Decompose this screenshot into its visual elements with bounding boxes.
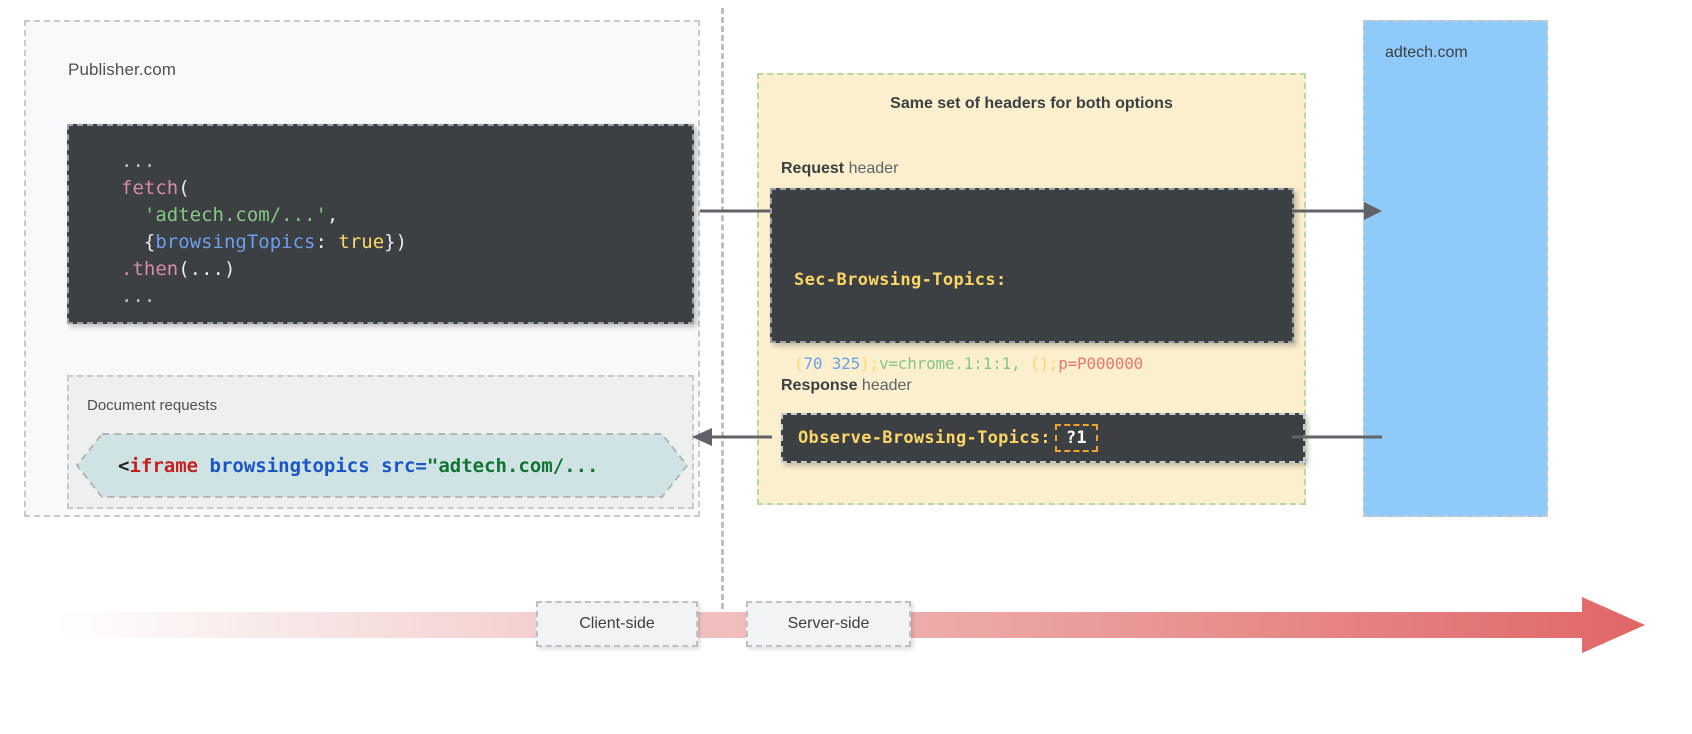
response-caption-bold: Response xyxy=(781,377,858,394)
code-token-paren-open: ( xyxy=(178,177,190,199)
response-header-code-block: Observe-Browsing-Topics:?1 xyxy=(781,413,1305,463)
arrow-request-to-adtech xyxy=(1292,202,1382,220)
request-header-caption: Request header xyxy=(781,160,898,178)
value-paren-open: ( xyxy=(794,354,804,373)
code-token-colon: : xyxy=(315,231,339,253)
request-caption-rest: header xyxy=(844,160,899,177)
code-token-comma: , xyxy=(326,204,339,226)
value-topic-1: 70 xyxy=(803,354,823,373)
server-side-label: Server-side xyxy=(787,615,870,632)
value-semicolon-2: ; xyxy=(1048,354,1059,373)
request-caption-bold: Request xyxy=(781,160,845,177)
adtech-panel: adtech.com xyxy=(1363,20,1548,517)
document-requests-label: Document requests xyxy=(87,397,218,414)
iframe-attributes: browsingtopics src= xyxy=(198,454,427,477)
value-topic-space xyxy=(822,354,831,373)
request-header-value: (70 325);v=chrome.1:1:1, ();p=P000000 xyxy=(794,354,1292,373)
response-caption-rest: header xyxy=(857,377,912,394)
publisher-panel-label: Publisher.com xyxy=(68,60,177,79)
publisher-panel: Publisher.com ... fetch( 'adtech.com/...… xyxy=(24,20,700,517)
document-requests-panel: Document requests <iframe browsingtopics… xyxy=(67,375,694,509)
iframe-snippet-chip: <iframe browsingtopics src="adtech.com/.… xyxy=(76,433,688,498)
response-header-caption: Response header xyxy=(781,377,912,395)
code-line-leading-ellipsis: ... xyxy=(121,150,156,172)
client-side-label: Client-side xyxy=(579,615,655,632)
code-token-true: true xyxy=(338,231,385,253)
value-version-token: v=chrome.1:1:1, xyxy=(878,354,1021,373)
value-space-2 xyxy=(1020,354,1029,373)
code-token-then-args: (...) xyxy=(178,258,236,280)
adtech-panel-label: adtech.com xyxy=(1385,44,1468,61)
headers-panel: Same set of headers for both options Req… xyxy=(757,73,1306,505)
arrow-adtech-to-response xyxy=(1292,435,1382,439)
response-header-value-highlight: ?1 xyxy=(1054,424,1098,452)
iframe-src-value: "adtech.com/... xyxy=(426,454,599,477)
code-token-fetch: fetch xyxy=(121,177,179,199)
client-server-divider xyxy=(721,8,724,618)
iframe-tag-name: iframe xyxy=(129,454,199,477)
value-semicolon-1: ; xyxy=(869,354,880,373)
code-token-brace-open: { xyxy=(143,231,156,253)
request-header-code-block: Sec-Browsing-Topics: (70 325);v=chrome.1… xyxy=(770,188,1294,373)
code-token-url-string: 'adtech.com/...' xyxy=(143,204,327,226)
hexagon-chip-shape xyxy=(76,433,688,498)
client-side-chip: Client-side xyxy=(536,601,698,647)
code-token-brace-close: } xyxy=(384,231,396,253)
value-paren-close: ) xyxy=(860,354,870,373)
response-header-name: Observe-Browsing-Topics: xyxy=(798,428,1051,448)
code-token-then: .then xyxy=(121,258,179,280)
code-token-paren-close: ) xyxy=(395,231,408,253)
value-p-token: p=P000000 xyxy=(1058,354,1144,373)
iframe-code-text: <iframe browsingtopics src="adtech.com/.… xyxy=(118,433,598,498)
arrow-response-to-publisher xyxy=(692,428,772,446)
value-topic-2: 325 xyxy=(831,354,861,373)
fetch-code-block: ... fetch( 'adtech.com/...', {browsingTo… xyxy=(67,124,694,324)
code-token-browsingtopics-key: browsingTopics xyxy=(155,231,316,253)
value-empty-parens: () xyxy=(1029,354,1049,373)
iframe-angle-bracket: < xyxy=(118,454,130,477)
server-side-chip: Server-side xyxy=(746,601,911,647)
headers-panel-title: Same set of headers for both options xyxy=(890,95,1173,112)
request-header-name: Sec-Browsing-Topics: xyxy=(794,270,1007,290)
code-line-trailing-ellipsis: ... xyxy=(121,285,156,307)
arrow-publisher-to-request xyxy=(700,209,770,213)
